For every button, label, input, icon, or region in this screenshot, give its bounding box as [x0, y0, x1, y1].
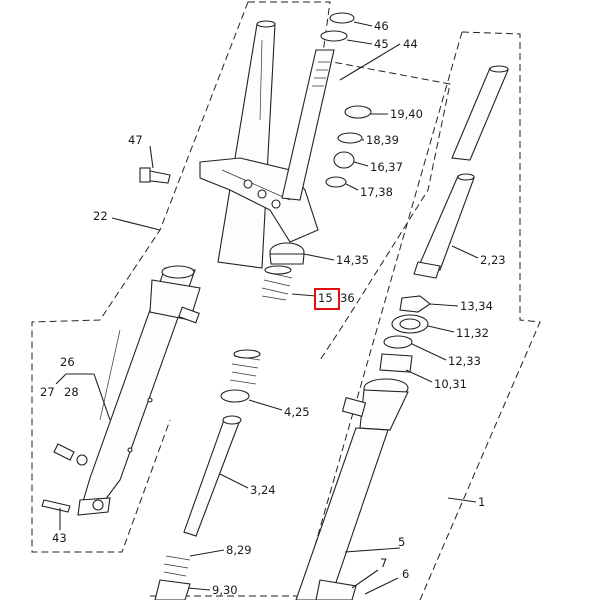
callout-7: 7 — [380, 556, 387, 570]
callout-6: 6 — [402, 567, 409, 581]
callout-26: 26 — [60, 355, 75, 369]
callout-5: 5 — [398, 535, 405, 549]
callout-2-23: 2,23 — [480, 253, 506, 267]
callout-8-29: 8,29 — [226, 543, 252, 557]
callout-27: 27 — [40, 385, 55, 399]
damper-components — [154, 242, 305, 600]
callout-14-35: 14,35 — [336, 253, 369, 267]
fastener-group-26 — [41, 443, 88, 513]
callout-3-24: 3,24 — [250, 483, 276, 497]
callout-46: 46 — [374, 19, 389, 33]
callout-13-34: 13,34 — [460, 299, 493, 313]
steering-stem-assembly — [139, 12, 355, 243]
leader-lines — [55, 21, 479, 595]
right-fork-outer-leg — [295, 378, 409, 600]
fork-leg-assembly-left — [77, 20, 276, 516]
callout-18-39: 18,39 — [366, 133, 399, 147]
callout-43: 43 — [52, 531, 67, 545]
callout-45: 45 — [374, 37, 389, 51]
callout-47: 47 — [128, 133, 143, 147]
callout-11-32: 11,32 — [456, 326, 489, 340]
right-seal-stack — [379, 295, 431, 373]
callout-12-33: 12,33 — [448, 354, 481, 368]
callout-19-40: 19,40 — [390, 107, 423, 121]
callout-22: 22 — [93, 209, 108, 223]
bearing-stack-upper — [325, 105, 372, 188]
callout-4-25: 4,25 — [284, 405, 310, 419]
callout-1: 1 — [478, 495, 485, 509]
highlight-box — [314, 288, 340, 310]
callout-15: 15 — [318, 291, 333, 305]
right-fork-inner-tube — [413, 65, 509, 279]
callout-10-31: 10,31 — [434, 377, 467, 391]
callout-16-37: 16,37 — [370, 160, 403, 174]
callout-17-38: 17,38 — [360, 185, 393, 199]
callout-44: 44 — [403, 37, 418, 51]
callout-labels: 46 45 44 19,40 18,39 16,37 17,38 47 22 1… — [40, 19, 506, 597]
callout-9-30: 9,30 — [212, 583, 238, 597]
callout-36: 36 — [340, 291, 355, 305]
callout-28: 28 — [64, 385, 79, 399]
